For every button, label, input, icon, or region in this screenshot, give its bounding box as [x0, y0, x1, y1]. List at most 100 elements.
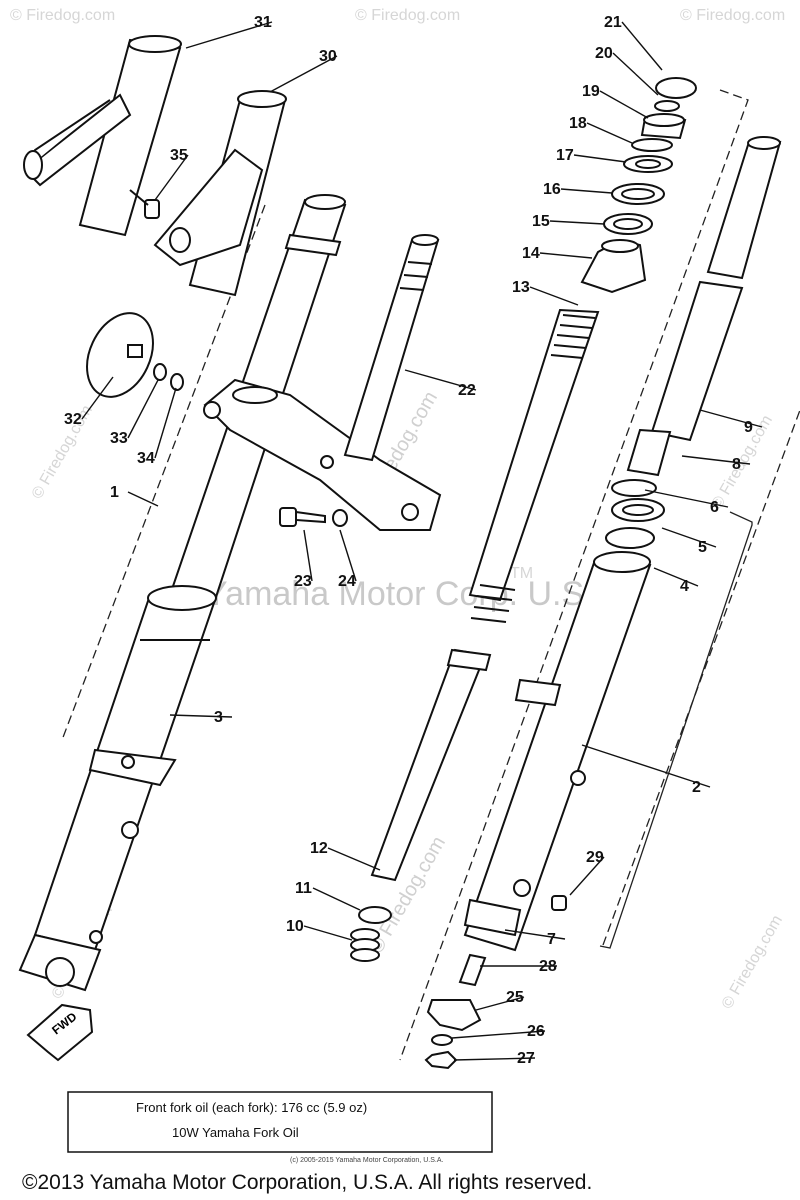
leader-line-5 [661, 527, 717, 548]
leader-line-29 [569, 856, 605, 896]
part-29-bolt [551, 895, 567, 911]
brand-watermark-top-center: © Firedog.com [355, 7, 460, 24]
leader-line-2 [581, 744, 711, 788]
leader-line-23 [303, 529, 313, 582]
part-number-15: 15 [532, 213, 550, 230]
part-label-29: 29 [569, 849, 605, 896]
part-number-28: 28 [539, 958, 557, 975]
copyright-footer: ©2013 Yamaha Motor Corporation, U.S.A. A… [22, 1171, 592, 1194]
part-label-34: 34 [137, 387, 177, 467]
part-number-29: 29 [586, 849, 604, 866]
part-32-reflector [86, 312, 154, 398]
fwd-arrow: FWD [26, 1003, 94, 1062]
part-label-35: 35 [154, 147, 189, 201]
part-27-nut [424, 1050, 458, 1070]
brand-watermark-left: © Firedog.com [29, 402, 96, 502]
part-label-19: 19 [582, 83, 649, 119]
leader-line-13 [529, 286, 579, 306]
part-number-32: 32 [64, 411, 82, 428]
part-label-18: 18 [569, 115, 633, 144]
part-number-25: 25 [506, 989, 524, 1006]
part-30-headlight-bracket-right [153, 90, 287, 297]
part-label-17: 17 [556, 147, 627, 164]
part-14-cover [580, 238, 647, 294]
leader-line-31 [185, 21, 273, 49]
leader-line-17 [573, 154, 627, 163]
part-18-ring [631, 138, 673, 152]
part-28-stud [458, 953, 487, 987]
part-number-10: 10 [286, 918, 304, 935]
brand-watermark-top-right: © Firedog.com [680, 7, 785, 24]
part-12-damper-rod [370, 648, 492, 882]
part-number-18: 18 [569, 115, 587, 132]
part-label-9: 9 [699, 409, 763, 436]
part-label-21: 21 [604, 14, 663, 71]
part-number-31: 31 [254, 14, 272, 31]
part-number-27: 27 [517, 1050, 535, 1067]
leader-line-6 [644, 489, 729, 508]
leader-line-22 [404, 369, 477, 391]
leader-line-15 [549, 220, 605, 225]
part-17-race [623, 155, 673, 173]
part-label-33: 33 [110, 379, 159, 447]
part-label-32: 32 [64, 376, 114, 428]
tm-mark: TM [510, 565, 533, 582]
guide-line-right [602, 409, 800, 946]
oil-line-2: 10W Yamaha Fork Oil [172, 1125, 299, 1140]
leader-line-25 [475, 996, 525, 1011]
leader-line-32 [81, 376, 114, 420]
part-label-7: 7 [504, 929, 566, 948]
leader-line-1 [127, 491, 159, 507]
center-watermark: Yamaha Motor Corp. U.S.A. [205, 575, 626, 613]
part-number-30: 30 [319, 48, 337, 65]
part-number-24: 24 [338, 573, 356, 590]
part-8-spacer [626, 428, 672, 477]
under-bracket [203, 378, 442, 531]
part-24-washer [332, 509, 348, 527]
part-number-26: 26 [527, 1023, 545, 1040]
part-number-21: 21 [604, 14, 622, 31]
part-6-clip [611, 479, 657, 497]
part-number-14: 14 [522, 245, 540, 262]
part-label-25: 25 [475, 989, 525, 1011]
part-number-22: 22 [458, 382, 476, 399]
part-label-26: 26 [451, 1023, 546, 1040]
leader-line-24 [339, 529, 357, 582]
leader-line-4 [653, 567, 699, 587]
leader-line-8 [681, 455, 751, 465]
part-number-11: 11 [295, 880, 312, 897]
part-number-3: 3 [214, 709, 223, 726]
part-number-35: 35 [170, 147, 188, 164]
part-number-23: 23 [294, 573, 312, 590]
leader-line-27 [453, 1057, 536, 1061]
leader-line-33 [127, 379, 159, 439]
part-number-12: 12 [310, 840, 328, 857]
leader-line-11 [312, 887, 361, 911]
leader-line-34 [154, 387, 177, 459]
part-number-17: 17 [556, 147, 574, 164]
brand-watermark-lower-right: © Firedog.com [719, 912, 786, 1012]
leader-line-3 [169, 714, 233, 718]
part-label-6: 6 [644, 489, 729, 516]
fwd-arrow-icon [26, 1003, 94, 1062]
part-label-4: 4 [653, 567, 699, 595]
part-label-16: 16 [543, 181, 613, 198]
part-label-13: 13 [512, 279, 579, 306]
bracket-4-7 [599, 511, 753, 949]
leader-line-14 [539, 252, 593, 259]
part-number-6: 6 [710, 499, 719, 516]
part-33-washer [153, 363, 167, 381]
part-number-33: 33 [110, 430, 128, 447]
part-label-14: 14 [522, 245, 593, 262]
guide-line-stem [399, 89, 749, 1061]
part-label-28: 28 [480, 958, 557, 975]
part-21-cap [655, 77, 697, 99]
assembly-guide-lines [61, 89, 800, 1061]
part-number-9: 9 [744, 419, 753, 436]
leader-line-30 [269, 55, 338, 93]
part-31-headlight-bracket-left [23, 35, 182, 237]
part-13-spring-rod [468, 308, 600, 623]
part-16-bearing [611, 183, 665, 205]
